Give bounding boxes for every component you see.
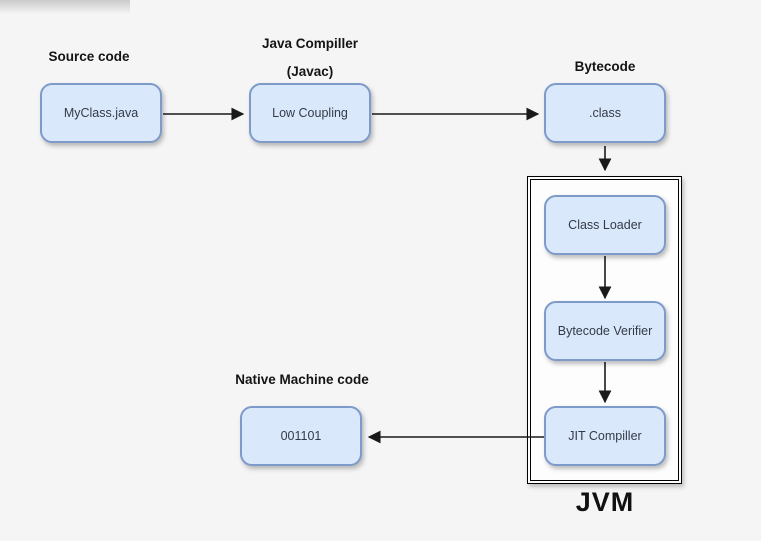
heading-javac: (Javac) <box>286 64 334 79</box>
node-native-code: 001101 <box>240 406 362 466</box>
heading-bytecode: Bytecode <box>574 59 636 74</box>
heading-native-machine-code: Native Machine code <box>235 372 369 387</box>
node-low-coupling: Low Coupling <box>249 83 371 143</box>
node-bytecode-verifier: Bytecode Verifier <box>544 301 666 361</box>
heading-source-code: Source code <box>48 49 130 64</box>
heading-java-compiler: Java Compiller <box>261 36 359 51</box>
node-jit-compiler: JIT Compiller <box>544 406 666 466</box>
node-class-loader: Class Loader <box>544 195 666 255</box>
node-myclass-java: MyClass.java <box>40 83 162 143</box>
jvm-label: JVM <box>575 487 635 517</box>
node-class-file: .class <box>544 83 666 143</box>
corner-shade <box>0 0 130 14</box>
